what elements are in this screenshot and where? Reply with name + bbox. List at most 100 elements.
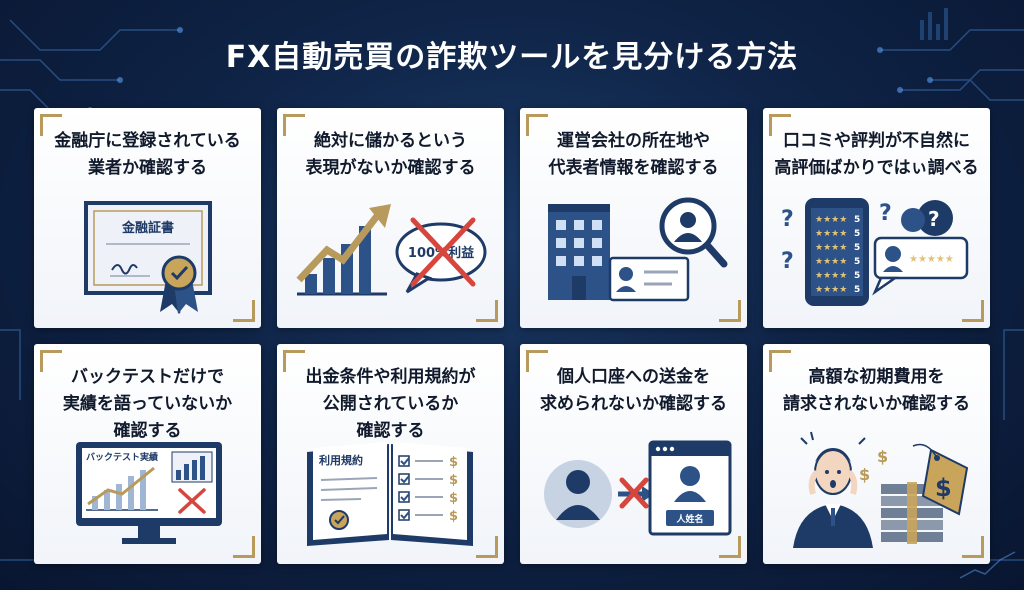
dollar-icon: $ $ $ $ — [449, 455, 458, 524]
magnifier-icon — [659, 197, 728, 268]
browser-window-icon: 人姓名 — [648, 440, 732, 536]
svg-text:$: $ — [935, 474, 952, 502]
tip-card-reviews: 口コミや評判が不自然に 高評価ばかりではぃ調べる ? ? ? ★★★★ ★★★★… — [763, 108, 990, 328]
rating-value: 5 — [854, 215, 860, 225]
tip-text: 高額な初期費用を 請求されないか確認する — [771, 364, 982, 418]
tip-text: 絶対に儲かるという 表現がないか確認する — [285, 128, 496, 182]
svg-text:★★★★: ★★★★ — [815, 285, 847, 295]
tip-card-backtest: バックテストだけで 実績を語っていないか 確認する バックテスト実績 — [34, 344, 261, 564]
corner-accent — [769, 350, 791, 372]
rating-value: 5 — [854, 243, 860, 253]
shocked-businessman-icon — [793, 431, 873, 548]
tip-text: 出金条件や利用規約が 公開されているか 確認する — [285, 364, 496, 445]
certificate-label: 金融証書 — [121, 220, 174, 236]
svg-text:?: ? — [781, 249, 794, 274]
tip-line: 高評価ばかりではぃ調べる — [774, 158, 979, 178]
page-title: FX自動売買の詐欺ツールを見分ける方法 — [225, 40, 799, 75]
company-check-illustration — [548, 197, 728, 302]
smartphone-reviews-icon: ★★★★ ★★★★ ★★★★ ★★★★ ★★★★ ★★★★ 5 5 5 5 5 … — [805, 198, 869, 306]
money-stack-icon — [881, 482, 943, 544]
tip-text: 金融庁に登録されている 業者か確認する — [42, 128, 253, 182]
svg-text:★★★★: ★★★★ — [815, 229, 847, 239]
svg-text:$: $ — [859, 465, 870, 484]
svg-text:?: ? — [928, 207, 940, 231]
price-tag-icon: $ — [912, 443, 969, 516]
tip-line: 請求されないか確認する — [783, 394, 970, 414]
rating-value: 5 — [854, 271, 860, 281]
cross-icon — [619, 477, 649, 509]
tip-text: 運営会社の所在地や 代表者情報を確認する — [528, 128, 739, 182]
office-building-icon — [548, 204, 610, 300]
corner-accent — [769, 114, 791, 136]
tip-card-fsa-registration: 金融庁に登録されている 業者か確認する 金融証書 — [34, 108, 261, 328]
tip-line: バックテストだけで — [71, 367, 224, 387]
id-card-icon — [608, 256, 690, 302]
cross-icon — [178, 488, 206, 514]
award-seal-icon — [160, 255, 198, 314]
corner-accent — [233, 536, 255, 558]
tip-line: 公開されているか — [322, 394, 459, 414]
tip-line: 表現がないか確認する — [305, 158, 476, 178]
rating-value: 5 — [854, 229, 860, 239]
rating-value: 5 — [854, 285, 860, 295]
backtest-label: バックテスト実績 — [86, 451, 158, 463]
tip-line: 確認する — [356, 421, 425, 441]
corner-accent — [40, 350, 62, 372]
tip-text: 個人口座への送金を 求められないか確認する — [528, 364, 739, 418]
tip-card-guaranteed-profit: 絶対に儲かるという 表現がないか確認する 100%利益 — [277, 108, 504, 328]
corner-accent — [476, 300, 498, 322]
svg-text:★★★★: ★★★★ — [815, 257, 847, 267]
tip-line: 個人口座への送金を — [557, 367, 710, 387]
bar-chart-icon — [171, 451, 213, 483]
person-avatar-icon — [544, 460, 612, 528]
checklist-icon — [398, 455, 443, 521]
tip-card-upfront-fees: 高額な初期費用を 請求されないか確認する — [763, 344, 990, 564]
svg-text:$: $ — [449, 491, 458, 506]
tip-line: 高額な初期費用を — [808, 367, 945, 387]
fees-illustration: $ $ $ — [793, 431, 969, 548]
rating-value: 5 — [854, 257, 860, 267]
corner-accent — [962, 300, 984, 322]
svg-text:?: ? — [781, 207, 794, 232]
tips-grid: 金融庁に登録されている 業者か確認する 金融証書 絶対に儲かるという 表現がない… — [34, 108, 990, 564]
monitor-icon: バックテスト実績 — [76, 442, 222, 544]
corner-accent — [283, 114, 305, 136]
tip-line: 確認する — [113, 421, 182, 441]
dollar-icon: $ $ — [859, 447, 888, 484]
tip-line: 絶対に儲かるという — [314, 131, 467, 151]
corner-accent — [283, 350, 305, 372]
corner-accent — [526, 350, 548, 372]
svg-text:★★★★: ★★★★ — [815, 243, 847, 253]
tip-text: 口コミや評判が不自然に 高評価ばかりではぃ調べる — [771, 128, 982, 182]
tip-line: 運営会社の所在地や — [557, 131, 710, 151]
certificate-icon: 金融証書 — [84, 201, 212, 314]
terms-label: 利用規約 — [319, 453, 363, 467]
svg-text:★★★★★: ★★★★★ — [909, 254, 954, 265]
account-name-label: 人姓名 — [675, 513, 703, 525]
tip-card-terms: 出金条件や利用規約が 公開されているか 確認する 利用規約 — [277, 344, 504, 564]
corner-accent — [719, 536, 741, 558]
tip-line: 代表者情報を確認する — [548, 158, 719, 178]
tip-line: 求められないか確認する — [540, 394, 727, 414]
tip-line: 口コミや評判が不自然に — [783, 131, 970, 151]
tip-line: 金融庁に登録されている — [54, 131, 241, 151]
corner-accent — [40, 114, 62, 136]
tip-card-personal-account: 個人口座への送金を 求められないか確認する — [520, 344, 747, 564]
corner-accent — [476, 536, 498, 558]
tip-card-company-info: 運営会社の所在地や 代表者情報を確認する — [520, 108, 747, 328]
svg-text:$: $ — [449, 473, 458, 488]
reviews-illustration: ? ? ? ★★★★ ★★★★ ★★★★ ★★★★ ★★★★ ★★★★ 5 5 — [781, 198, 969, 306]
tip-line: 出金条件や利用規約が — [305, 367, 476, 387]
svg-text:★★★★: ★★★★ — [815, 271, 847, 281]
speech-bubble-icon: ★★★★★ ? — [872, 200, 969, 296]
corner-accent — [233, 300, 255, 322]
corner-accent — [719, 300, 741, 322]
tip-line: 実績を語っていないか — [62, 394, 233, 414]
corner-accent — [962, 536, 984, 558]
svg-text:★★★★: ★★★★ — [815, 215, 847, 225]
cross-icon — [410, 217, 476, 287]
line-chart-icon — [86, 466, 158, 511]
open-book-icon: 利用規約 — [307, 442, 473, 546]
svg-text:$: $ — [449, 509, 458, 524]
tip-text: バックテストだけで 実績を語っていないか 確認する — [42, 364, 253, 445]
